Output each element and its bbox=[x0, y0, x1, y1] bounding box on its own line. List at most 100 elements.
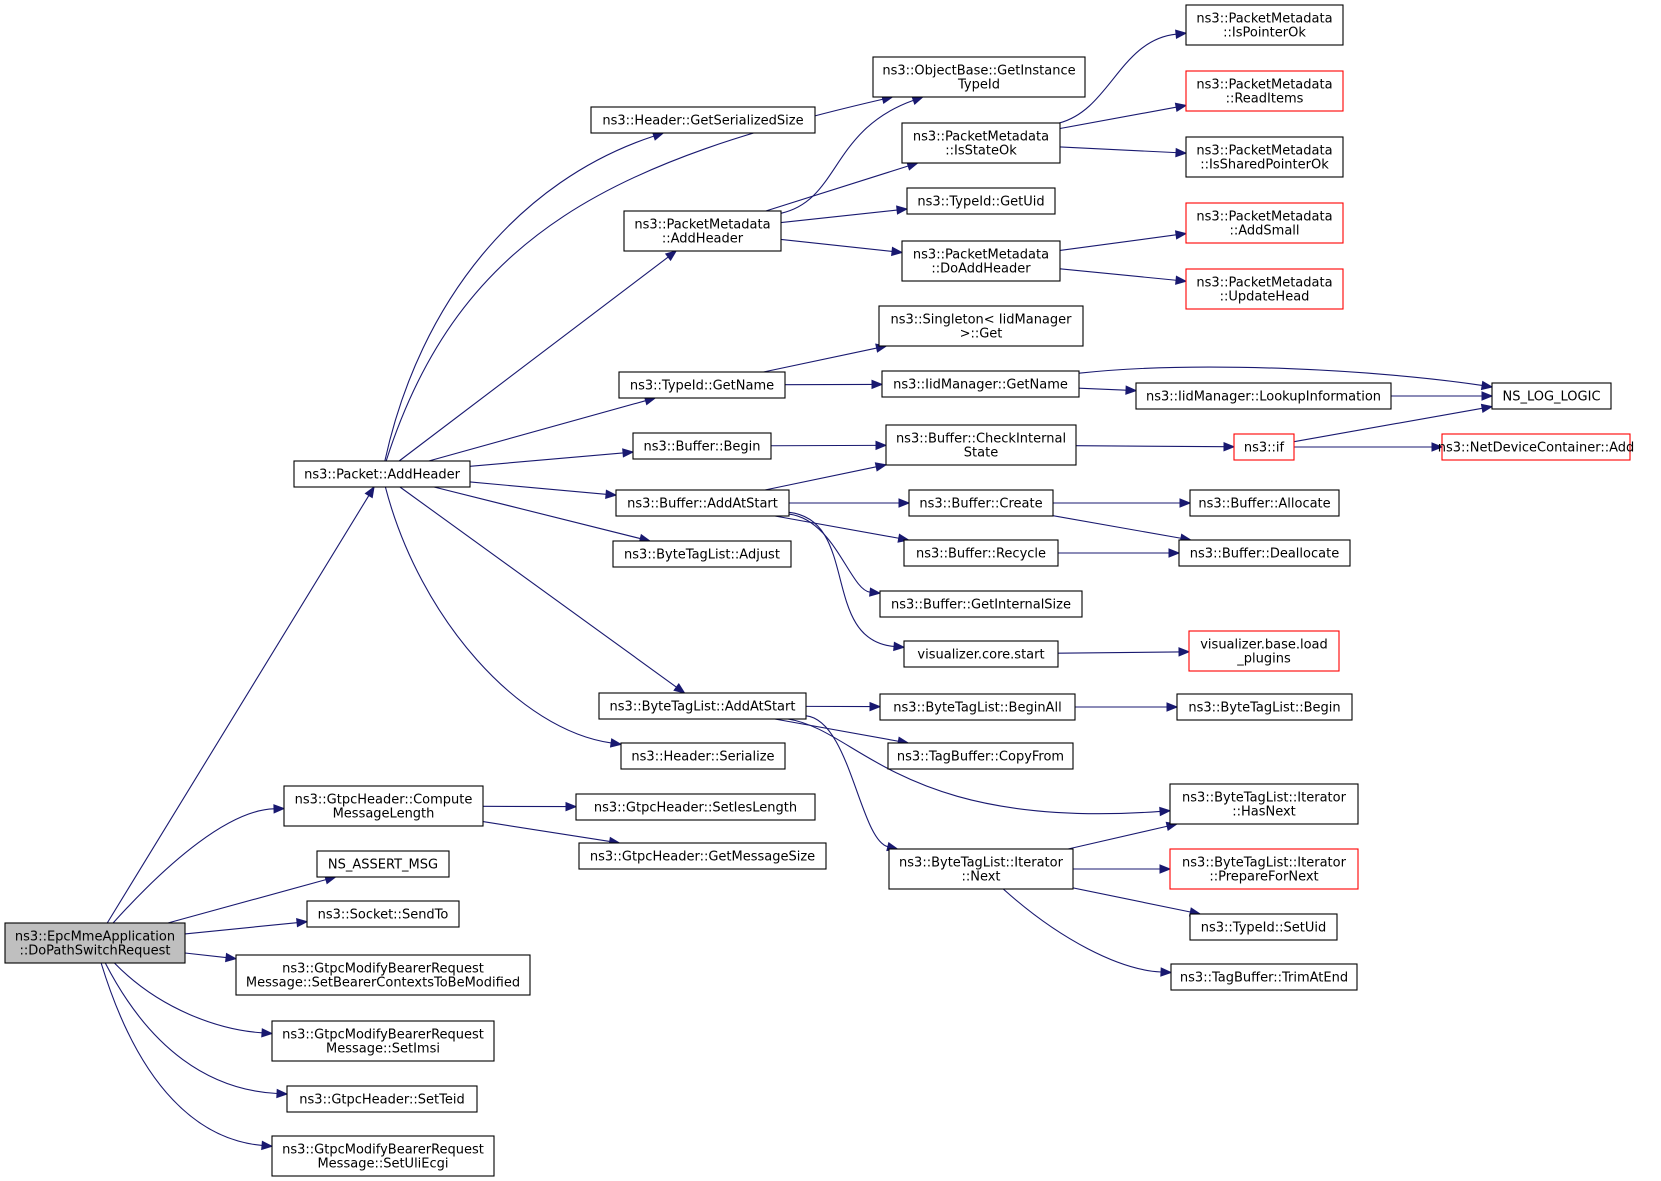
node-box-root[interactable] bbox=[4, 922, 186, 964]
node-box-netdevicecontainer_add[interactable] bbox=[1441, 433, 1631, 461]
node-gtpc_setbearer[interactable]: ns3::GtpcModifyBearerRequestMessage::Set… bbox=[235, 954, 531, 996]
node-pm_addsmall[interactable]: ns3::PacketMetadata::AddSmall bbox=[1185, 202, 1344, 244]
node-box-pm_isstateok[interactable] bbox=[901, 122, 1061, 164]
node-tagbuffer_trimatend[interactable]: ns3::TagBuffer::TrimAtEnd bbox=[1170, 963, 1358, 991]
node-box-singleton_get[interactable] bbox=[878, 305, 1084, 347]
node-box-gtpc_setieslength[interactable] bbox=[575, 793, 816, 821]
node-visualizer_base_load_plugins[interactable]: visualizer.base.load_plugins bbox=[1188, 630, 1340, 672]
node-gtpc_setieslength[interactable]: ns3::GtpcHeader::SetIesLength bbox=[575, 793, 816, 821]
node-btl_iter_preparefornext[interactable]: ns3::ByteTagList::Iterator::PrepareForNe… bbox=[1169, 848, 1359, 890]
node-buffer_deallocate[interactable]: ns3::Buffer::Deallocate bbox=[1178, 539, 1351, 567]
node-box-btl_iter_preparefornext[interactable] bbox=[1169, 848, 1359, 890]
node-box-gtpc_setbearer[interactable] bbox=[235, 954, 531, 996]
node-netdevicecontainer_add[interactable]: ns3::NetDeviceContainer::Add bbox=[1438, 433, 1635, 461]
node-pm_updatehead[interactable]: ns3::PacketMetadata::UpdateHead bbox=[1185, 268, 1344, 310]
node-btl_addatstart[interactable]: ns3::ByteTagList::AddAtStart bbox=[598, 692, 807, 720]
node-box-gtpc_getmessagesize[interactable] bbox=[578, 842, 827, 870]
node-box-pm_addsmall[interactable] bbox=[1185, 202, 1344, 244]
node-box-buffer_recycle[interactable] bbox=[903, 539, 1059, 567]
node-typeid_setuid[interactable]: ns3::TypeId::SetUid bbox=[1189, 913, 1338, 941]
node-visualizer_core_start[interactable]: visualizer.core.start bbox=[903, 640, 1059, 668]
node-buffer_begin[interactable]: ns3::Buffer::Begin bbox=[632, 432, 772, 460]
node-box-header_getserializedsize[interactable] bbox=[590, 106, 816, 134]
node-header_getserializedsize[interactable]: ns3::Header::GetSerializedSize bbox=[590, 106, 816, 134]
node-box-typeid_setuid[interactable] bbox=[1189, 913, 1338, 941]
node-buffer_addatstart[interactable]: ns3::Buffer::AddAtStart bbox=[615, 489, 790, 517]
node-ns3_if[interactable]: ns3::if bbox=[1233, 433, 1295, 461]
node-btl_beginall[interactable]: ns3::ByteTagList::BeginAll bbox=[879, 693, 1076, 721]
node-box-gtpc_compute[interactable] bbox=[283, 785, 484, 827]
node-gtpc_setimsi[interactable]: ns3::GtpcModifyBearerRequestMessage::Set… bbox=[271, 1020, 495, 1062]
node-box-iidmanager_getname[interactable] bbox=[881, 370, 1080, 398]
node-box-ns_log_logic[interactable] bbox=[1491, 382, 1612, 410]
node-ns_log_logic[interactable]: NS_LOG_LOGIC bbox=[1491, 382, 1612, 410]
node-packet_addheader[interactable]: ns3::Packet::AddHeader bbox=[293, 460, 471, 488]
node-box-packet_addheader[interactable] bbox=[293, 460, 471, 488]
node-root[interactable]: ns3::EpcMmeApplication::DoPathSwitchRequ… bbox=[4, 922, 186, 964]
node-box-pm_readitems[interactable] bbox=[1185, 70, 1344, 112]
node-box-gtpc_setteid[interactable] bbox=[286, 1085, 478, 1113]
node-btl_begin[interactable]: ns3::ByteTagList::Begin bbox=[1176, 693, 1353, 721]
node-box-pm_doaddheader[interactable] bbox=[901, 240, 1061, 282]
node-singleton_get[interactable]: ns3::Singleton< IidManager>::Get bbox=[878, 305, 1084, 347]
node-pm_issharedpointerok[interactable]: ns3::PacketMetadata::IsSharedPointerOk bbox=[1185, 136, 1344, 178]
node-box-visualizer_base_load_plugins[interactable] bbox=[1188, 630, 1340, 672]
node-box-btl_iter_next[interactable] bbox=[888, 848, 1074, 890]
node-pm_doaddheader[interactable]: ns3::PacketMetadata::DoAddHeader bbox=[901, 240, 1061, 282]
node-box-pm_ispointerok[interactable] bbox=[1185, 4, 1344, 46]
node-btl_iter_hasnext[interactable]: ns3::ByteTagList::Iterator::HasNext bbox=[1169, 783, 1359, 825]
node-box-tagbuffer_trimatend[interactable] bbox=[1170, 963, 1358, 991]
node-iidmanager_lookupinformation[interactable]: ns3::IidManager::LookupInformation bbox=[1135, 382, 1392, 410]
node-box-buffer_addatstart[interactable] bbox=[615, 489, 790, 517]
node-box-gtpc_setuliecgi[interactable] bbox=[271, 1135, 495, 1177]
node-pm_readitems[interactable]: ns3::PacketMetadata::ReadItems bbox=[1185, 70, 1344, 112]
node-btl_iter_next[interactable]: ns3::ByteTagList::Iterator::Next bbox=[888, 848, 1074, 890]
node-tagbuffer_copyfrom[interactable]: ns3::TagBuffer::CopyFrom bbox=[887, 742, 1074, 770]
node-box-visualizer_core_start[interactable] bbox=[903, 640, 1059, 668]
node-buffer_recycle[interactable]: ns3::Buffer::Recycle bbox=[903, 539, 1059, 567]
node-box-btl_iter_hasnext[interactable] bbox=[1169, 783, 1359, 825]
node-box-buffer_begin[interactable] bbox=[632, 432, 772, 460]
node-socket_sendto[interactable]: ns3::Socket::SendTo bbox=[306, 900, 460, 928]
node-header_serialize[interactable]: ns3::Header::Serialize bbox=[620, 742, 786, 770]
node-box-socket_sendto[interactable] bbox=[306, 900, 460, 928]
node-box-typeid_getname[interactable] bbox=[618, 371, 786, 399]
node-buffer_getinternalsize[interactable]: ns3::Buffer::GetInternalSize bbox=[879, 590, 1083, 618]
node-typeid_getname[interactable]: ns3::TypeId::GetName bbox=[618, 371, 786, 399]
node-box-buffer_checkinternalstate[interactable] bbox=[885, 424, 1077, 466]
node-ns_assert_msg[interactable]: NS_ASSERT_MSG bbox=[316, 850, 450, 878]
node-box-pm_issharedpointerok[interactable] bbox=[1185, 136, 1344, 178]
node-buffer_allocate[interactable]: ns3::Buffer::Allocate bbox=[1189, 489, 1340, 517]
node-box-ns_assert_msg[interactable] bbox=[316, 850, 450, 878]
node-box-pm_updatehead[interactable] bbox=[1185, 268, 1344, 310]
node-box-tagbuffer_copyfrom[interactable] bbox=[887, 742, 1074, 770]
node-box-ns3_if[interactable] bbox=[1233, 433, 1295, 461]
node-typeid_getuid[interactable]: ns3::TypeId::GetUid bbox=[906, 187, 1056, 215]
node-gtpc_getmessagesize[interactable]: ns3::GtpcHeader::GetMessageSize bbox=[578, 842, 827, 870]
node-pm_addheader[interactable]: ns3::PacketMetadata::AddHeader bbox=[623, 210, 782, 252]
node-box-btl_begin[interactable] bbox=[1176, 693, 1353, 721]
node-box-buffer_create[interactable] bbox=[908, 489, 1054, 517]
node-gtpc_setteid[interactable]: ns3::GtpcHeader::SetTeid bbox=[286, 1085, 478, 1113]
node-box-header_serialize[interactable] bbox=[620, 742, 786, 770]
node-box-typeid_getuid[interactable] bbox=[906, 187, 1056, 215]
node-box-btl_addatstart[interactable] bbox=[598, 692, 807, 720]
node-box-buffer_allocate[interactable] bbox=[1189, 489, 1340, 517]
node-pm_ispointerok[interactable]: ns3::PacketMetadata::IsPointerOk bbox=[1185, 4, 1344, 46]
node-box-pm_addheader[interactable] bbox=[623, 210, 782, 252]
node-box-btl_beginall[interactable] bbox=[879, 693, 1076, 721]
node-box-objectbase_getinstancetypeid[interactable] bbox=[872, 56, 1086, 98]
node-buffer_create[interactable]: ns3::Buffer::Create bbox=[908, 489, 1054, 517]
node-box-gtpc_setimsi[interactable] bbox=[271, 1020, 495, 1062]
node-pm_isstateok[interactable]: ns3::PacketMetadata::IsStateOk bbox=[901, 122, 1061, 164]
node-gtpc_setuliecgi[interactable]: ns3::GtpcModifyBearerRequestMessage::Set… bbox=[271, 1135, 495, 1177]
node-box-btl_adjust[interactable] bbox=[612, 540, 792, 568]
node-iidmanager_getname[interactable]: ns3::IidManager::GetName bbox=[881, 370, 1080, 398]
node-box-buffer_getinternalsize[interactable] bbox=[879, 590, 1083, 618]
node-box-iidmanager_lookupinformation[interactable] bbox=[1135, 382, 1392, 410]
node-btl_adjust[interactable]: ns3::ByteTagList::Adjust bbox=[612, 540, 792, 568]
node-box-buffer_deallocate[interactable] bbox=[1178, 539, 1351, 567]
